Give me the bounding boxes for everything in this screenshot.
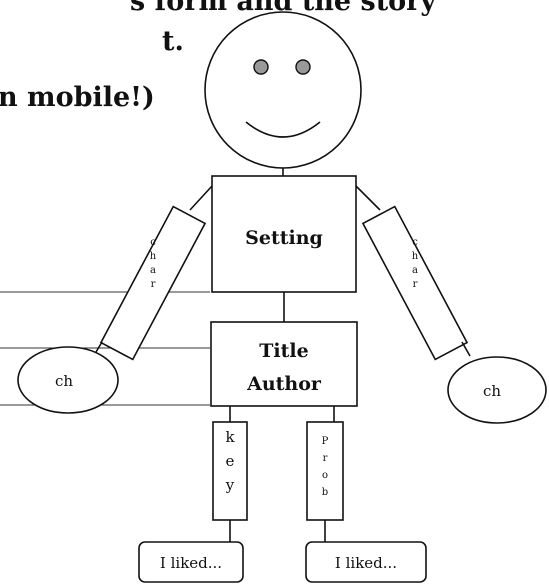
smile bbox=[245, 121, 321, 138]
setting-box bbox=[211, 175, 357, 293]
left-shoulder bbox=[189, 185, 213, 211]
left-foot-box bbox=[138, 541, 244, 583]
right-eye bbox=[295, 59, 311, 75]
right-foot-box bbox=[305, 541, 427, 583]
title-label: Title bbox=[259, 340, 308, 362]
right-foot-label: I liked... bbox=[335, 554, 397, 572]
left-leg-box bbox=[212, 421, 248, 521]
header-line-2: t. bbox=[162, 26, 184, 57]
right-wrist bbox=[461, 341, 471, 357]
right-hand-label: ch bbox=[483, 382, 501, 400]
header-line-1: s form and the story bbox=[130, 0, 437, 17]
header-line-3: n mobile!) bbox=[0, 82, 155, 113]
left-wrist bbox=[95, 341, 103, 353]
setting-label: Setting bbox=[245, 227, 323, 249]
right-leg-box bbox=[306, 421, 344, 521]
author-label: Author bbox=[246, 373, 322, 395]
right-hand-oval bbox=[447, 356, 547, 424]
right-arm-box bbox=[361, 205, 469, 361]
right-shoulder bbox=[355, 185, 381, 211]
left-arm-box bbox=[99, 205, 207, 361]
left-foot-label: I liked... bbox=[160, 554, 222, 572]
left-eye bbox=[253, 59, 269, 75]
left-hand-oval bbox=[17, 346, 119, 414]
head-circle bbox=[204, 11, 362, 169]
left-hand-label: ch bbox=[55, 372, 73, 390]
title-author-box bbox=[210, 321, 358, 407]
